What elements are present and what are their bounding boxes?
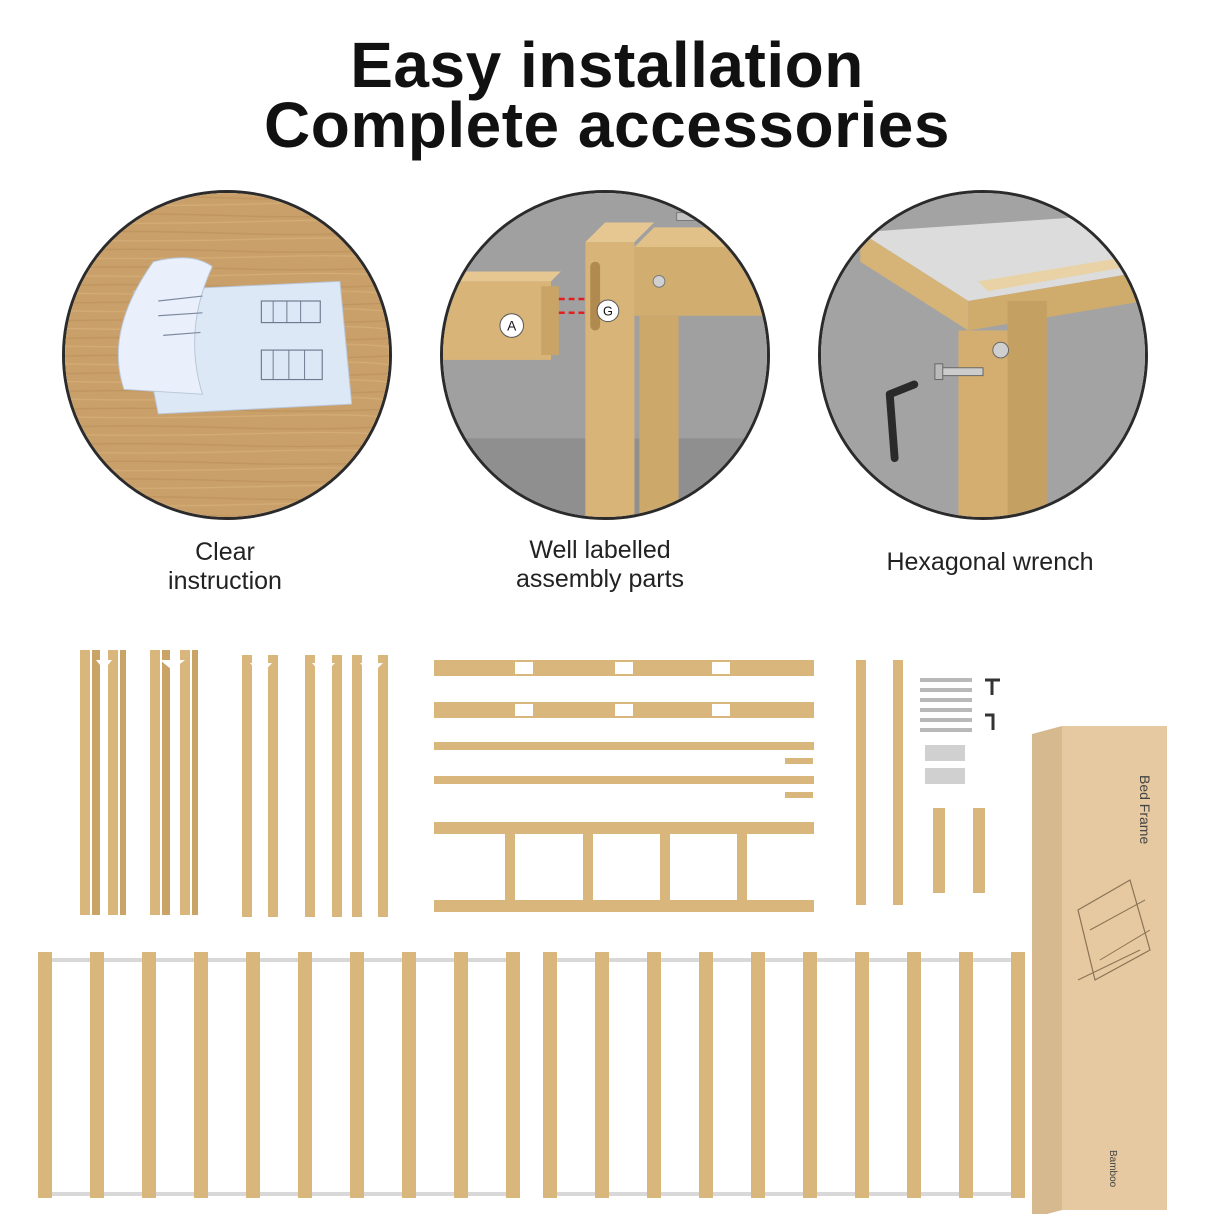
packaging-box: Bed Frame Bamboo [1032, 726, 1167, 1214]
bed-slat [647, 952, 661, 1198]
headboard-ladder [434, 822, 814, 912]
bed-slat [751, 952, 765, 1198]
bed-slat [855, 952, 869, 1198]
bed-slat [454, 952, 468, 1198]
bed-slat [803, 952, 817, 1198]
bed-slat [350, 952, 364, 1198]
headline-line-2: Complete accessories [264, 89, 950, 161]
bed-legs [80, 650, 388, 917]
side-rails [434, 660, 814, 798]
bed-slat [959, 952, 973, 1198]
hardware-bolts [920, 678, 1000, 784]
caption-line: Well labelled [529, 536, 671, 564]
headline-line-1: Easy installation [350, 29, 864, 101]
slat-strap [543, 1192, 1025, 1196]
slat-rolls [38, 952, 1025, 1198]
parts-overview: Bed Frame Bamboo [38, 650, 1167, 1214]
caption-line: instruction [168, 567, 282, 595]
part-g-badge [596, 299, 620, 323]
caption-clear-instruction: Clear instruction [100, 538, 350, 596]
bed-slat [38, 952, 52, 1198]
box-brand: Bamboo [1107, 1150, 1118, 1188]
labelled-joint-image: A G [440, 190, 770, 520]
caption-hex-wrench: Hexagonal wrench [840, 548, 1140, 577]
bed-slat [506, 952, 520, 1198]
bed-slat [595, 952, 609, 1198]
bed-slat [907, 952, 921, 1198]
part-g-label: G [603, 304, 613, 319]
part-a-label: A [507, 318, 517, 333]
caption-line: assembly parts [515, 565, 685, 593]
bed-slat [1011, 952, 1025, 1198]
bed-slat [142, 952, 156, 1198]
caption-line: Clear [195, 538, 255, 566]
bed-slat [90, 952, 104, 1198]
center-supports [856, 660, 985, 905]
bed-slat [402, 952, 416, 1198]
caption-well-labelled: Well labelled assembly parts [460, 536, 740, 594]
box-label: Bed Frame [1137, 775, 1153, 844]
hex-wrench-image [818, 190, 1148, 520]
caption-line: Hexagonal wrench [886, 548, 1094, 576]
bed-slat [298, 952, 312, 1198]
slat-strap [38, 1192, 520, 1196]
bed-slat [699, 952, 713, 1198]
part-a-badge [499, 313, 524, 338]
bed-slat [246, 952, 260, 1198]
slat-strap [543, 958, 1025, 962]
bed-slat [194, 952, 208, 1198]
bed-slat [543, 952, 557, 1198]
slat-strap [38, 958, 520, 962]
instruction-booklet-image [62, 190, 392, 520]
